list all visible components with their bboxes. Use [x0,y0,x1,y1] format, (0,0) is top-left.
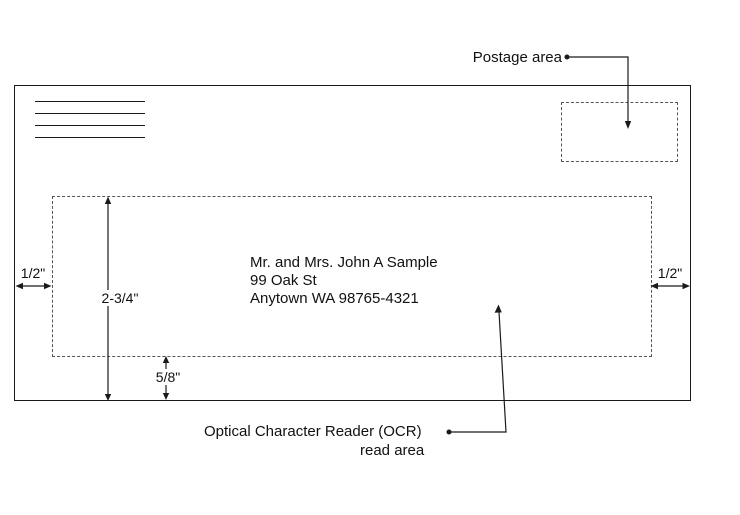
ocr-read-area-box [52,196,652,357]
left-margin-label: 1/2" [20,265,46,281]
recipient-address: Mr. and Mrs. John A Sample 99 Oak St Any… [250,254,438,308]
address-line-3: Anytown WA 98765-4321 [250,290,419,307]
bottom-margin-label: 5/8" [146,369,190,385]
return-address-line [35,101,145,102]
address-line-1: Mr. and Mrs. John A Sample [250,254,438,271]
ocr-label-line2: read area [360,442,425,459]
postage-area-label: Postage area [472,49,562,66]
right-margin-label: 1/2" [657,265,683,281]
address-line-2: 99 Oak St [250,272,317,289]
postage-area-box [561,102,678,162]
ocr-label: Optical Character Reader (OCR) [204,423,422,440]
return-address-line [35,113,145,114]
height-measurement-label: 2-3/4" [92,290,148,306]
return-address-line [35,125,145,126]
return-address-line [35,137,145,138]
